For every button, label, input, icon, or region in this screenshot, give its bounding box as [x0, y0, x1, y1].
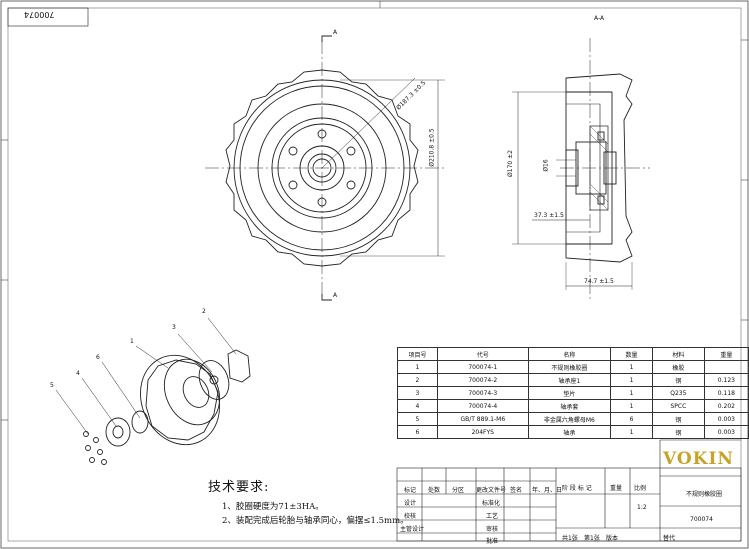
bom-cell: 0.003	[703, 425, 749, 439]
bom-cell: 1	[397, 360, 438, 374]
bom-cell: 0.003	[703, 412, 749, 426]
bom-cell: 0.123	[703, 373, 749, 387]
tb-drawing-no: 700074	[690, 516, 713, 523]
tb-col-label: 更改文件号	[476, 487, 507, 494]
bom-cell: 0.118	[703, 386, 749, 400]
sheet-number: 700074	[24, 10, 55, 19]
bom-cell: GB/T 889.1-M6	[436, 412, 529, 426]
balloon-1: 1	[130, 338, 134, 345]
bom-cell: Q235	[651, 386, 705, 400]
bom-cell: 700074-1	[436, 360, 529, 374]
tb-mid-label: 标准化	[482, 500, 501, 507]
bom-header: 项目号	[397, 347, 438, 361]
bom-cell: 垫片	[527, 386, 612, 400]
table-row: 3 700074-3 垫片 1 Q235 0.118	[397, 386, 749, 400]
bom-cell: 轴承座1	[527, 373, 612, 387]
bom-cell: 1	[610, 373, 653, 387]
tb-mid-label: 工艺	[486, 513, 499, 520]
table-row: 2 700074-2 轴承座1 1 钢 0.123	[397, 373, 749, 387]
table-row: 6 204FYS 轴承 1 钢 0.003	[397, 425, 749, 439]
bom-cell: 不规则橡胶圈	[527, 360, 612, 374]
bom-cell: 轴承套	[527, 399, 612, 413]
dim-d3: Ø170 ±2	[506, 150, 514, 177]
section-view	[512, 38, 650, 300]
dim-d2: Ø210.8 ±0.5	[428, 128, 436, 167]
bom-cell	[703, 360, 749, 374]
bom-cell: 700074-3	[436, 386, 529, 400]
bom-cell: 2	[397, 373, 438, 387]
tb-mid-label: 批准	[486, 538, 499, 545]
section-marker-top: A	[333, 29, 338, 36]
bom-cell: 5	[397, 412, 438, 426]
dim-d5: 37.3 ±1.5	[534, 212, 564, 219]
table-row: 1 700074-1 不规则橡胶圈 1 橡胶	[397, 360, 749, 374]
tb-row-label: 设计	[404, 500, 417, 507]
balloon-4: 4	[76, 370, 80, 377]
tb-sheet-of: 第1张	[584, 535, 600, 542]
bom-cell: 3	[397, 386, 438, 400]
bom-cell: 1	[610, 360, 653, 374]
tb-weight-label: 重量	[610, 485, 623, 492]
table-row: 4 700074-4 轴承套 1 SPCC 0.202	[397, 399, 749, 413]
tb-col-label: 处数	[428, 487, 441, 494]
bom-cell: 700074-2	[436, 373, 529, 387]
tb-replace: 替代	[663, 535, 676, 542]
balloon-2: 2	[202, 308, 206, 315]
bom-cell: 6	[397, 425, 438, 439]
bom-cell: 204FYS	[436, 425, 529, 439]
tb-sheets: 共1张	[562, 535, 578, 542]
tb-version: 版本	[606, 535, 619, 542]
bom-cell: 1	[610, 386, 653, 400]
bom-cell: 6	[610, 412, 653, 426]
table-row: 5 GB/T 889.1-M6 非金属六角螺母M6 6 钢 0.003	[397, 412, 749, 426]
tb-col-label: 签名	[510, 487, 523, 494]
bom-header: 数量	[610, 347, 653, 361]
tb-row-label: 主管设计	[400, 526, 425, 533]
bom-cell: 1	[610, 425, 653, 439]
tb-col-label: 分区	[452, 487, 465, 494]
bom-cell: SPCC	[651, 399, 705, 413]
bom-cell: 轴承	[527, 425, 612, 439]
bom-cell: 0.202	[703, 399, 749, 413]
bom-header: 材料	[651, 347, 705, 361]
tb-row-label: 校核	[404, 513, 417, 520]
dim-d6: 74.7 ±1.5	[584, 278, 614, 285]
vokin-logo: VOKIN	[663, 449, 734, 469]
bom-cell: 非金属六角螺母M6	[527, 412, 612, 426]
tb-mid-label: 审核	[486, 526, 499, 533]
balloon-6: 6	[96, 354, 100, 361]
tb-scale-value: 1:2	[637, 504, 647, 511]
bom-table: 项目号 代号 名称 数量 材料 重量 1 700074-1 不规则橡胶圈 1 橡…	[397, 347, 749, 439]
section-marker-bottom: A	[333, 292, 338, 299]
balloon-5: 5	[50, 382, 54, 389]
bom-header: 代号	[436, 347, 529, 361]
bom-cell: 4	[397, 399, 438, 413]
front-view	[205, 35, 445, 301]
bom-cell: 钢	[651, 425, 705, 439]
tb-col-label: 年、月、日	[532, 487, 563, 494]
tb-part-name: 不规则橡胶圈	[686, 491, 723, 498]
bom-cell: 1	[610, 399, 653, 413]
notes-title: 技术要求:	[208, 480, 270, 495]
section-title: A-A	[594, 15, 605, 22]
bom-cell: 橡胶	[651, 360, 705, 374]
bom-header: 名称	[527, 347, 612, 361]
note-item-2: 2、装配完成后轮胎与轴承同心，偏摆≤1.5mm。	[222, 516, 409, 526]
bom-cell: 700074-4	[436, 399, 529, 413]
tb-col-label: 标记	[404, 487, 417, 494]
dim-d4: Ø16	[542, 159, 550, 172]
balloon-3: 3	[172, 324, 176, 331]
exploded-view	[55, 317, 251, 465]
bom-cell: 钢	[651, 373, 705, 387]
bom-cell: 钢	[651, 412, 705, 426]
tb-stage-label: 阶 段 标 记	[562, 485, 592, 492]
bom-header: 重量	[703, 347, 749, 361]
tb-scale-label: 比例	[634, 485, 647, 492]
bom-header-row: 项目号 代号 名称 数量 材料 重量	[397, 347, 749, 361]
note-item-1: 1、胶圈硬度为71±3HA。	[222, 502, 324, 512]
